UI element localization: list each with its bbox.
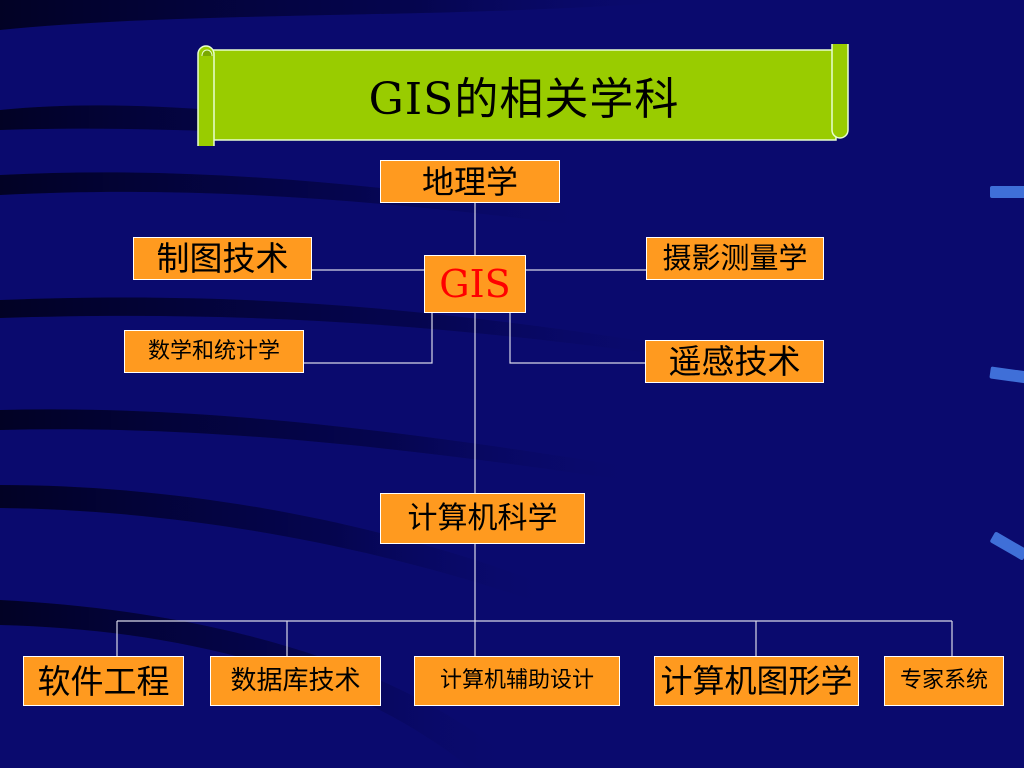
node-computer-graphics: 计算机图形学 bbox=[654, 656, 859, 706]
node-cad: 计算机辅助设计 bbox=[414, 656, 620, 706]
node-photogrammetry: 摄影测量学 bbox=[646, 237, 824, 280]
node-software-engineering: 软件工程 bbox=[23, 656, 184, 706]
node-cartography: 制图技术 bbox=[133, 237, 312, 280]
title-scroll-banner bbox=[197, 44, 849, 146]
node-geography: 地理学 bbox=[380, 160, 560, 203]
connector-gis-math bbox=[304, 313, 433, 364]
node-expert-system: 专家系统 bbox=[884, 656, 1004, 706]
connector-gis-remote-sensing bbox=[509, 313, 645, 364]
node-gis-center: GIS bbox=[424, 255, 526, 313]
decor-tick bbox=[990, 186, 1024, 198]
slide-title: GIS的相关学科 bbox=[368, 74, 680, 125]
node-computer-science: 计算机科学 bbox=[380, 493, 585, 544]
node-database: 数据库技术 bbox=[210, 656, 381, 706]
node-remote-sensing: 遥感技术 bbox=[645, 340, 824, 383]
node-math-statistics: 数学和统计学 bbox=[124, 330, 304, 373]
